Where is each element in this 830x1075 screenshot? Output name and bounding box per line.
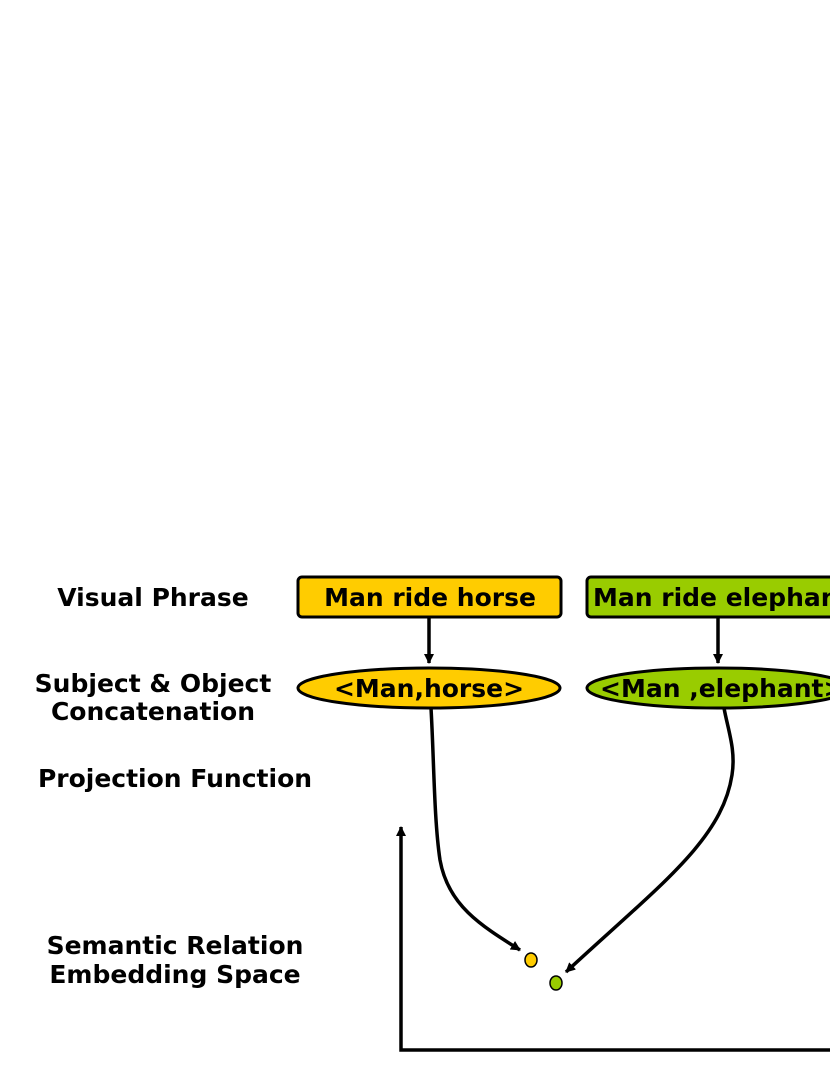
embedding-point-elephant [549,975,563,991]
embedding-space-axes [396,826,830,1052]
phrase-text-elephant: Man ride elephant [593,583,830,612]
concatenation-label-line2: Concatenation [51,697,255,726]
embedding-point-horse [524,952,538,968]
phrase-text-horse: Man ride horse [324,583,536,612]
concat-ellipse-horse [296,666,562,710]
concat-text-horse: <Man,horse> [334,674,524,703]
projection-curve-horse [429,707,521,952]
concatenation-label-line1: Subject & Object [35,669,272,698]
concat-text-elephant: <Man ,elephant> [600,674,830,703]
embedding-space-label-line2: Embedding Space [49,960,300,989]
concat-ellipse-elephant [585,666,830,710]
embedding-space-label-line1: Semantic Relation [47,931,304,960]
projection-curve-elephant [564,707,735,974]
visual-phrase-label: Visual Phrase [57,583,248,612]
projection-function-label: Projection Function [38,764,312,793]
